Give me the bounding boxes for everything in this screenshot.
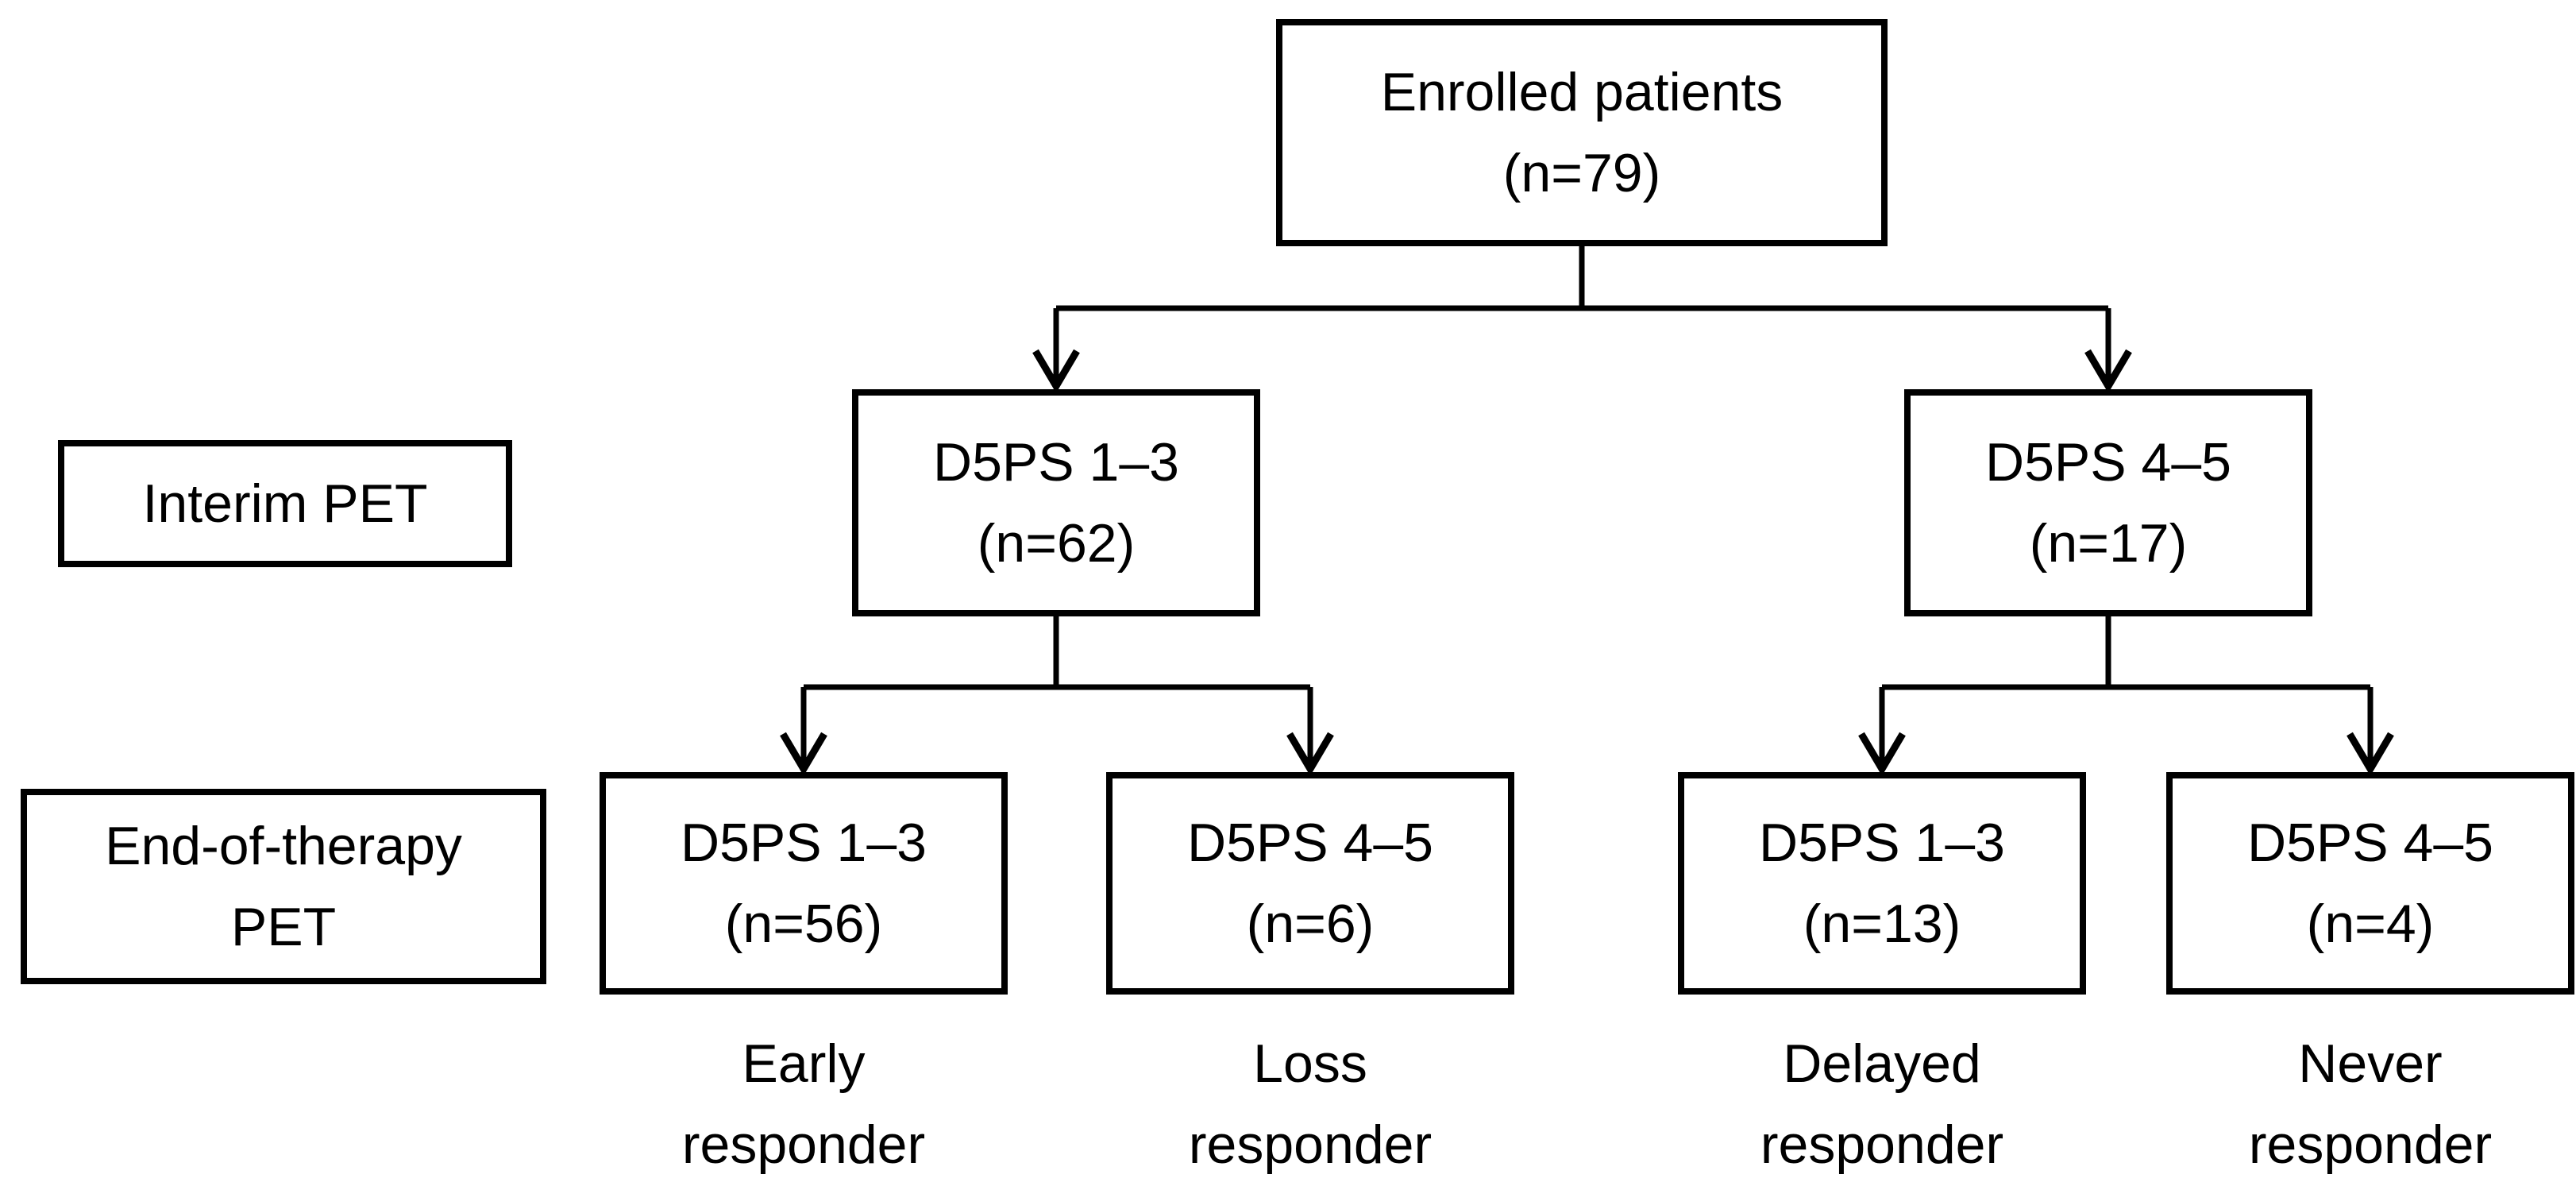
caption-line2: responder	[681, 1114, 926, 1175]
node-count: (n=62)	[977, 513, 1136, 574]
caption-delayed-responder: Delayed responder	[1760, 1023, 2003, 1182]
arrowhead-eot-d	[2347, 732, 2394, 776]
caption-line1: Early	[742, 1033, 866, 1094]
node-count: (n=17)	[2029, 513, 2188, 574]
caption-line2: responder	[1760, 1114, 2004, 1175]
arrowhead-eot-b	[1286, 732, 1334, 776]
caption-early-responder: Early responder	[682, 1023, 925, 1182]
caption-loss-responder: Loss responder	[1189, 1023, 1432, 1182]
stage-label-text-line2: PET	[230, 897, 337, 957]
node-label: Enrolled patients	[1380, 62, 1784, 122]
caption-line1: Delayed	[1783, 1033, 1981, 1094]
node-label: D5PS 1–3	[681, 813, 927, 873]
node-interim-d5ps-1-3: D5PS 1–3 (n=62)	[852, 389, 1260, 616]
node-label: D5PS 1–3	[1759, 813, 2005, 873]
node-label: D5PS 1–3	[933, 432, 1179, 492]
node-count: (n=79)	[1502, 143, 1661, 203]
stage-label-interim-pet: Interim PET	[58, 440, 512, 567]
node-enrolled-patients: Enrolled patients (n=79)	[1276, 19, 1888, 246]
caption-line2: responder	[2248, 1114, 2493, 1175]
node-label: D5PS 4–5	[2247, 813, 2493, 873]
node-eot-never-responder: D5PS 4–5 (n=4)	[2166, 772, 2574, 995]
node-eot-loss-responder: D5PS 4–5 (n=6)	[1106, 772, 1514, 995]
node-interim-d5ps-4-5: D5PS 4–5 (n=17)	[1904, 389, 2312, 616]
caption-line1: Never	[2298, 1033, 2443, 1094]
stage-label-text: Interim PET	[142, 473, 428, 534]
node-count: (n=56)	[724, 894, 883, 954]
node-count: (n=4)	[2306, 894, 2435, 954]
caption-line1: Loss	[1253, 1033, 1367, 1094]
node-label: D5PS 4–5	[1187, 813, 1433, 873]
stage-label-end-of-therapy-pet: End-of-therapy PET	[21, 789, 546, 984]
arrowhead-eot-c	[1858, 732, 1906, 776]
node-label: D5PS 4–5	[1985, 432, 2231, 492]
node-eot-early-responder: D5PS 1–3 (n=56)	[600, 772, 1008, 995]
node-count: (n=6)	[1246, 894, 1375, 954]
arrowhead-eot-a	[780, 732, 827, 776]
caption-line2: responder	[1188, 1114, 1433, 1175]
node-eot-delayed-responder: D5PS 1–3 (n=13)	[1678, 772, 2086, 995]
node-count: (n=13)	[1803, 894, 1961, 954]
caption-never-responder: Never responder	[2249, 1023, 2492, 1182]
stage-label-text-line1: End-of-therapy	[105, 816, 462, 876]
arrowhead-interim-left	[1032, 349, 1080, 393]
arrowhead-interim-right	[2084, 349, 2132, 393]
